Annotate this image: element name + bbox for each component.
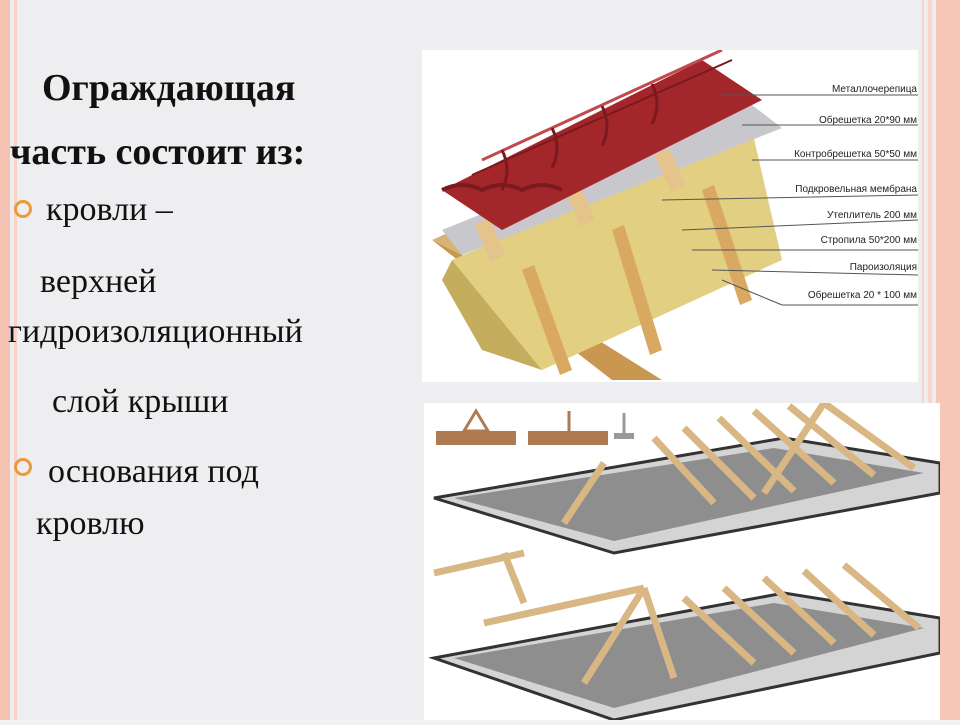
right-decor-stripe-thin-2: [922, 0, 924, 720]
heading-line-2: часть состоит из:: [10, 131, 306, 173]
left-decor-stripe: [0, 0, 10, 720]
label-membrane: Подкровельная мембрана: [795, 183, 917, 195]
label-batten: Обрешетка 20*90 мм: [819, 114, 917, 126]
list-item-base: основания под: [48, 453, 259, 490]
list-item-layer: слой крыши: [52, 383, 229, 420]
right-decor-stripe: [936, 0, 960, 720]
roof-layers-illustration: Металлочерепица Обрешетка 20*90 мм Контр…: [422, 48, 919, 382]
label-metal-tile: Металлочерепица: [832, 84, 917, 95]
label-counter-batten: Контробрешетка 50*50 мм: [794, 148, 917, 160]
bullet-icon: [14, 458, 32, 476]
bullet-icon: [14, 200, 32, 218]
right-decor-stripe-thin: [928, 0, 932, 720]
list-item-roofing: кровли –: [46, 191, 173, 228]
rafter-assembly-illustration: [424, 400, 942, 722]
label-vapor-barrier: Пароизоляция: [850, 262, 917, 273]
list-item-waterproof: гидроизоляционный: [8, 313, 303, 350]
label-rafters: Стропила 50*200 мм: [821, 235, 917, 246]
label-insulation: Утеплитель 200 мм: [827, 210, 917, 221]
list-item-upper: верхней: [40, 263, 157, 300]
heading-line-1: Ограждающая: [42, 67, 296, 109]
list-item-roofing-base: кровлю: [36, 505, 145, 542]
left-decor-stripe-thin: [14, 0, 17, 720]
slide-heading: Ограждающая часть состоит из:: [10, 56, 390, 184]
label-inner-batten: Обрешетка 20 * 100 мм: [808, 289, 917, 301]
